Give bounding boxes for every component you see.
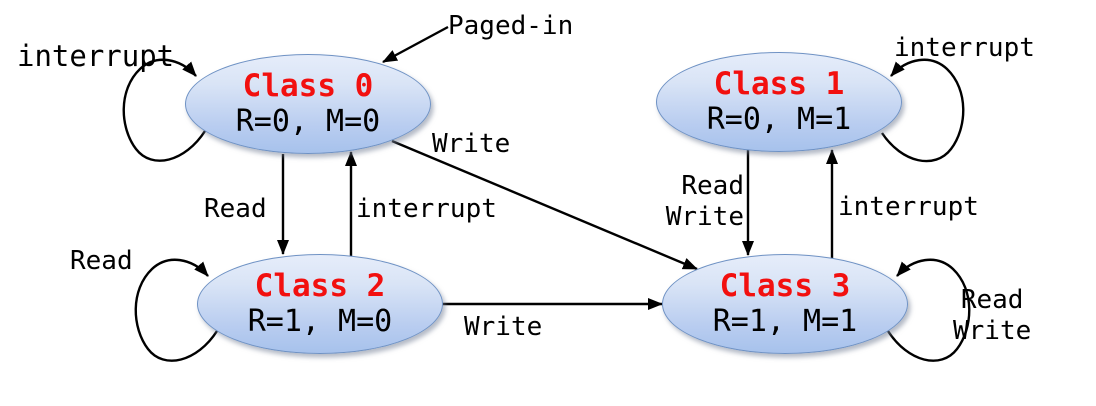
state-node-class2: Class 2 R=1, M=0: [197, 254, 443, 354]
node-title: Class 1: [713, 66, 845, 103]
node-subtitle: R=0, M=1: [706, 102, 852, 138]
label-read-line: Read: [960, 285, 1024, 315]
state-node-class3: Class 3 R=1, M=1: [662, 254, 908, 354]
edge-class2-self-loop: [134, 258, 219, 362]
label-write-line: Write: [953, 316, 1032, 347]
node-title: Class 2: [254, 268, 386, 305]
label-class2-to-class0-interrupt: interrupt: [356, 194, 497, 224]
state-node-class0: Class 0 R=0, M=0: [185, 54, 431, 154]
edge-class0-self-loop: [122, 58, 207, 162]
edge-paged-in-arrow: [382, 25, 449, 64]
edge-class1-self-loop: [881, 58, 965, 163]
node-title: Class 0: [242, 68, 374, 105]
node-subtitle: R=1, M=0: [247, 304, 393, 340]
label-class3-to-class1-interrupt: interrupt: [838, 192, 979, 222]
label-paged-in: Paged-in: [448, 11, 574, 41]
node-subtitle: R=1, M=1: [712, 304, 858, 340]
state-node-class1: Class 1 R=0, M=1: [656, 52, 902, 152]
label-class0-to-class3-write: Write: [432, 129, 511, 159]
label-read-line: Read: [681, 171, 744, 201]
node-subtitle: R=0, M=0: [235, 104, 381, 140]
label-class2-self-read: Read: [70, 246, 133, 276]
edge-class3-self-loop: [886, 258, 971, 362]
node-title: Class 3: [719, 268, 851, 305]
label-class0-to-class2-read: Read: [204, 194, 267, 224]
label-class1-self-interrupt: interrupt: [894, 33, 1035, 63]
label-class2-to-class3-write: Write: [464, 312, 543, 342]
edge-class0-to-class3-write: [391, 139, 698, 271]
label-class0-self-interrupt: interrupt: [17, 39, 175, 73]
label-write-line: Write: [665, 202, 744, 233]
